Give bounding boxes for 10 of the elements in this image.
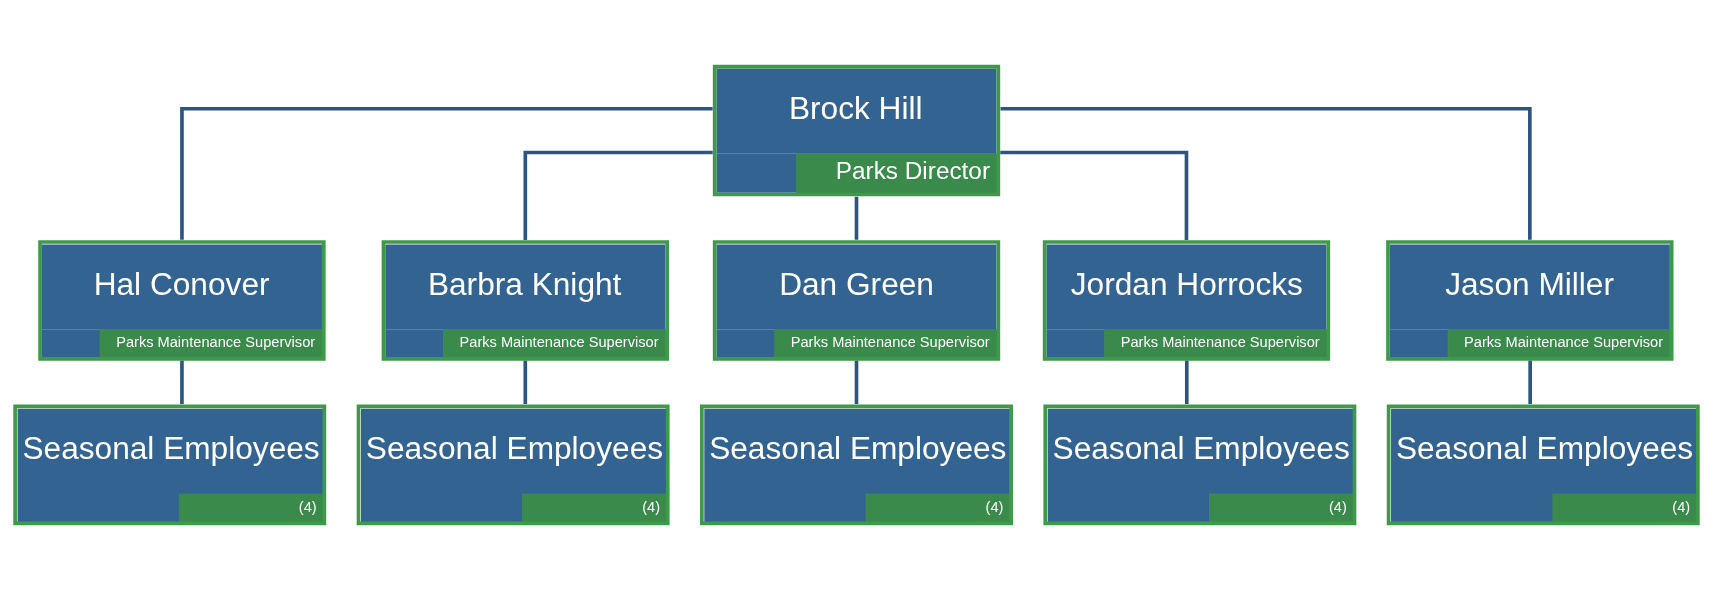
connector: [1184, 360, 1189, 405]
connector: [523, 360, 528, 405]
connector: [180, 360, 184, 405]
connector: [523, 150, 713, 240]
connector: [1528, 360, 1532, 405]
connector: [1000, 106, 1532, 240]
connector: [854, 360, 859, 405]
connector: [854, 196, 859, 240]
connector: [180, 106, 713, 240]
connector: [1000, 150, 1189, 240]
